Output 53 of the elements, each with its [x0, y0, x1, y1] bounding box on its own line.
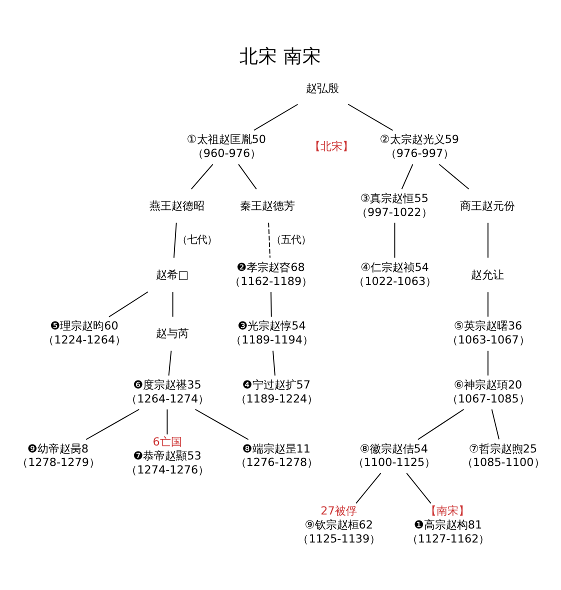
connector	[238, 163, 257, 190]
connector	[166, 408, 168, 434]
node-text: ②太宗赵光义59 （976-997）	[380, 132, 460, 160]
connector	[168, 350, 172, 376]
connector	[270, 291, 272, 317]
connector	[254, 103, 298, 130]
connector	[356, 472, 382, 504]
node-text: ⑥神宗赵頊20 （1067-1085）	[446, 378, 530, 405]
node-text: ⑨钦宗赵桓62 （1125-1139）	[298, 518, 381, 546]
node-text: ❼恭帝赵顯53 （1274-1276）	[126, 449, 210, 476]
connector	[173, 222, 177, 258]
edge-label: （五代）	[271, 234, 312, 246]
connector	[438, 163, 470, 190]
connector	[108, 290, 148, 317]
node-text: ❹宁过赵扩57 （1189-1224）	[235, 378, 318, 405]
node-text: ⑧徽宗赵佶54 （1100-1125）	[352, 442, 436, 469]
connector	[190, 163, 214, 190]
node-text: ❾幼帝赵昺8 （1278-1279）	[17, 442, 100, 469]
node-text: ④仁宗赵祯54 （1022-1063）	[354, 260, 437, 288]
connector	[86, 408, 140, 440]
label: 【北宋】	[309, 140, 354, 153]
connector	[491, 408, 500, 440]
node-text: 赵允让	[471, 268, 504, 281]
node-label: 27被俘	[320, 504, 357, 518]
node-text: ❺理宗赵昀60 （1224-1264）	[43, 319, 126, 346]
node-text: 燕王赵德昭	[149, 198, 204, 212]
connector	[268, 222, 270, 258]
node-text: ⑤英宗赵曙36 （1063-1067）	[446, 319, 530, 346]
connector	[348, 103, 394, 130]
node-text: 商王赵元份	[460, 198, 516, 212]
node-text: ①太祖赵匡胤50 （960-976）	[186, 132, 266, 160]
node-text: 赵弘殷	[306, 81, 340, 94]
connector	[401, 163, 414, 190]
diagram-title: 北宋 南宋	[240, 46, 322, 67]
node-text: 赵希□	[156, 268, 189, 281]
node-text: ⑦哲宗赵煦25 （1085-1100）	[462, 442, 545, 469]
node-text: ❶高宗赵构81 （1127-1162）	[406, 518, 490, 546]
node-text: 赵与芮	[156, 326, 190, 340]
node-text: ❽端宗赵昰11 （1276-1278）	[235, 442, 318, 469]
connector	[272, 350, 276, 376]
node-text: ❸光宗赵惇54 （1189-1194）	[230, 319, 314, 346]
connector	[406, 472, 432, 504]
connector	[194, 408, 249, 440]
connector	[172, 291, 174, 317]
node-text: ❻度宗赵禥35 （1264-1274）	[126, 378, 210, 405]
node-label: 6亡国	[152, 435, 182, 448]
node-label: 【南宋】	[426, 504, 470, 518]
node-text: ❷孝宗赵昚68 （1162-1189）	[230, 260, 313, 288]
node-text: 秦王赵德芳	[240, 198, 295, 212]
connector	[418, 408, 464, 440]
edge-label: （七代）	[177, 234, 218, 246]
connector	[394, 222, 396, 258]
node-text: ③真宗赵恒55 （997-1022）	[356, 191, 432, 218]
